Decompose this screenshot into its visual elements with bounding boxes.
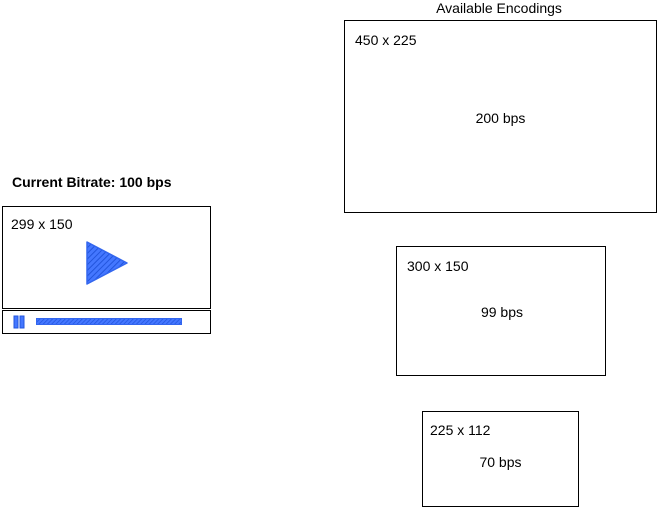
encoding-bitrate: 200 bps [475,110,526,126]
player-resolution-label: 299 x 150 [11,216,73,232]
encoding-resolution: 300 x 150 [407,258,469,274]
encoding-resolution: 225 x 112 [430,422,491,438]
encoding-bitrate: 99 bps [480,304,524,320]
progress-bar[interactable] [36,318,182,325]
encoding-bitrate: 70 bps [479,454,522,470]
play-icon[interactable] [83,240,129,286]
available-encodings-title: Available Encodings [436,0,562,16]
encoding-box: 225 x 112 70 bps [422,411,579,507]
current-bitrate-title: Current Bitrate: 100 bps [12,174,172,190]
encoding-box: 450 x 225 200 bps [344,20,657,213]
player-control-bar [2,310,211,334]
encoding-resolution: 450 x 225 [355,32,417,48]
encoding-box: 300 x 150 99 bps [396,246,606,376]
pause-icon[interactable] [13,315,25,329]
video-player[interactable]: 299 x 150 [2,206,211,309]
